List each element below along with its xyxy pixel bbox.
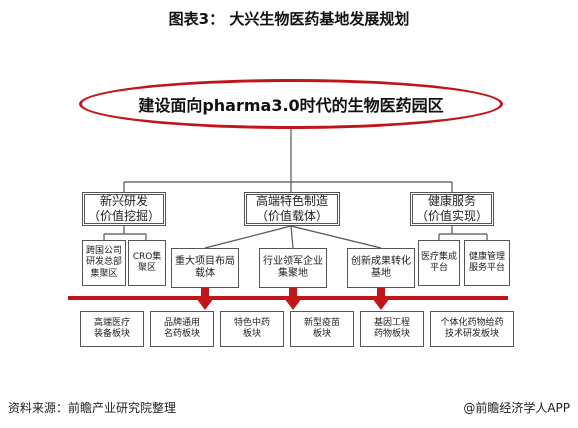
sub-line: 服务平台 <box>468 263 505 273</box>
sub-line: 集聚区 <box>90 268 118 279</box>
sub-health-management: 健康管理 服务平台 <box>464 240 510 286</box>
sub-line: 跨国公司 <box>85 246 122 257</box>
sub-medical-integration: 医疗集成 平台 <box>418 240 460 286</box>
sub-line: 载体 <box>195 268 215 279</box>
block-new-vaccines: 新型疫苗 板块 <box>290 311 354 347</box>
sub-line: 基地 <box>371 268 391 279</box>
pillar-health-services: 健康服务 （价值实现） <box>410 192 494 226</box>
arrow-stem-1 <box>201 288 209 298</box>
sub-line: 健康管理 <box>468 251 505 262</box>
block-medical-equipment: 高端医疗 装备板块 <box>80 311 144 347</box>
sub-cro-cluster: CRO集 聚区 <box>128 240 166 286</box>
pillar-line1: 新兴研发 <box>99 194 148 208</box>
sub-industry-leaders: 行业领军企业 集聚地 <box>259 248 327 288</box>
block-line: 药物板块 <box>373 329 410 339</box>
sub-line: 医疗集成 <box>420 251 457 262</box>
figure-title: 图表3： 大兴生物医药基地发展规划 <box>168 10 410 28</box>
pillar-line1: 高端特色制造 <box>255 194 328 208</box>
brand-credit: @前瞻经济学人APP <box>463 401 570 415</box>
pillar-line2: （价值载体） <box>255 209 328 223</box>
sub-line: 平台 <box>429 263 448 273</box>
block-line: 装备板块 <box>93 329 130 339</box>
down-arrow-icon <box>372 298 390 310</box>
sub-multinational-rd-hq: 跨国公司 研发总部 集聚区 <box>82 240 126 286</box>
sub-line: 行业领军企业 <box>263 255 323 267</box>
source-note: 资料来源：前瞻产业研究院整理 <box>8 401 177 415</box>
sub-line: 聚区 <box>137 263 156 273</box>
block-line: 特色中药 <box>233 317 270 328</box>
block-line: 板块 <box>242 329 261 339</box>
pillar-line2: （价值实现） <box>415 209 488 223</box>
block-line: 板块 <box>312 329 331 339</box>
arrow-stem-3 <box>377 288 385 298</box>
block-line: 基因工程 <box>373 317 410 328</box>
pillar-high-end-manufacturing: 高端特色制造 （价值载体） <box>244 192 340 226</box>
block-line: 技术研发板块 <box>444 329 499 339</box>
arrow-stem-2 <box>289 288 297 298</box>
block-tcm: 特色中药 板块 <box>220 311 284 347</box>
sub-line: 重大项目布局 <box>175 255 235 267</box>
block-line: 高端医疗 <box>93 317 130 328</box>
sub-line: 创新成果转化 <box>351 255 411 267</box>
down-arrow-icon <box>284 298 302 310</box>
root-goal-oval: 建设面向pharma3.0时代的生物医药园区 <box>79 79 503 129</box>
block-line: 个体化药物给药 <box>440 317 504 328</box>
pillar-emerging-rd: 新兴研发 （价值挖掘） <box>82 192 166 226</box>
down-arrow-icon <box>196 298 214 310</box>
sub-line: 集聚地 <box>278 268 308 279</box>
block-line: 新型疫苗 <box>303 317 340 328</box>
block-genetic-engineering: 基因工程 药物板块 <box>360 311 424 347</box>
block-line: 品牌通用 <box>163 317 200 328</box>
sub-line: 研发总部 <box>85 257 122 268</box>
block-personalized-drug-delivery: 个体化药物给药 技术研发板块 <box>430 311 514 347</box>
block-generic-drugs: 品牌通用 名药板块 <box>150 311 214 347</box>
sub-innovation-transfer: 创新成果转化 基地 <box>347 248 415 288</box>
sub-major-projects: 重大项目布局 载体 <box>171 248 239 288</box>
pillar-line2: （价值挖掘） <box>87 209 160 223</box>
block-line: 名药板块 <box>163 329 200 339</box>
pillar-line1: 健康服务 <box>427 194 476 208</box>
sub-line: CRO集 <box>132 251 162 262</box>
